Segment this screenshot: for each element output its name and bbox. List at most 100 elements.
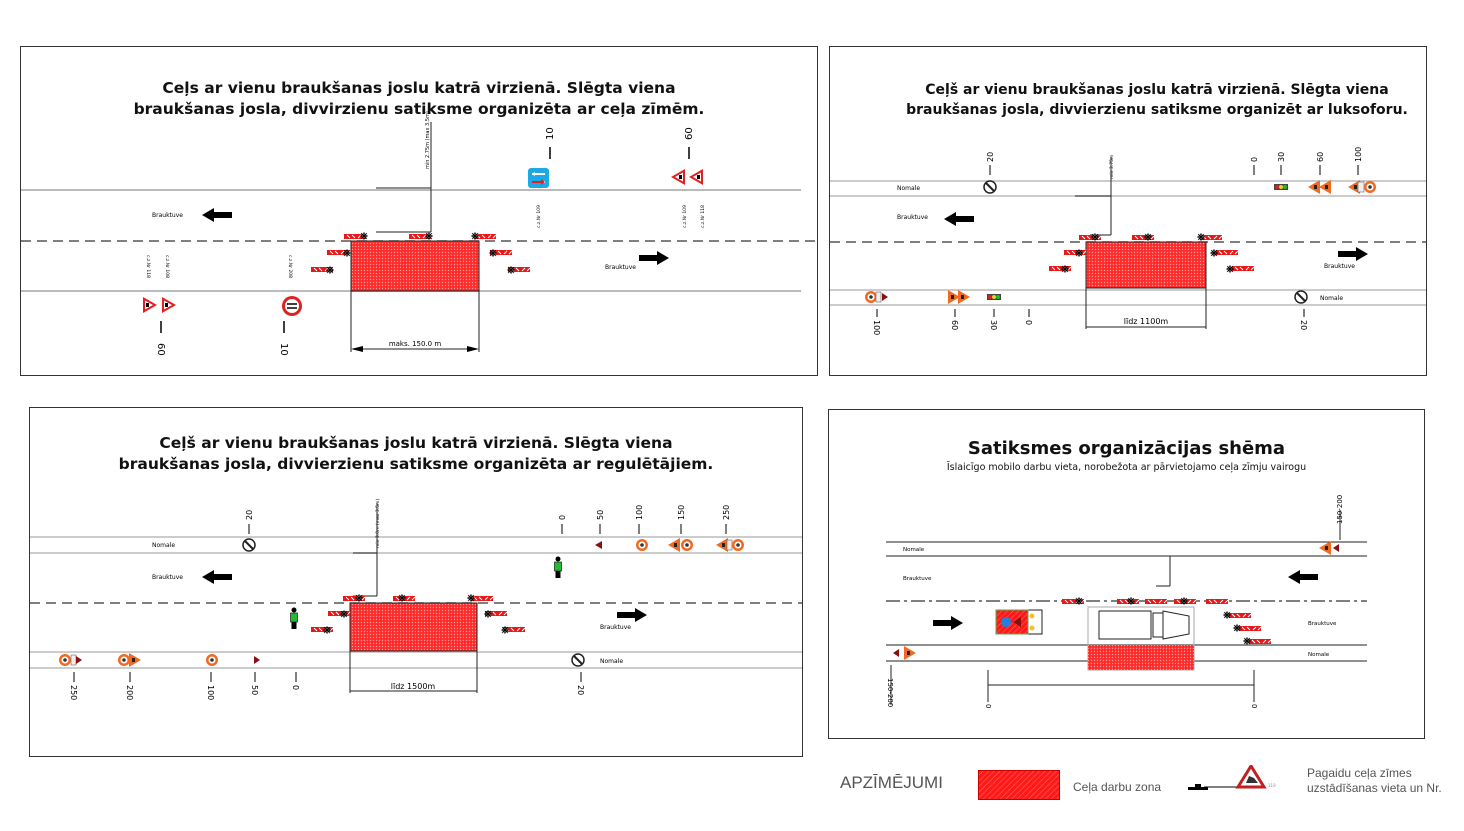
panel-traffic-light-controlled: Ceļš ar vienu braukšanas joslu katrā vir… [829, 46, 1427, 376]
work-zone [349, 602, 478, 652]
svg-text:c.z.Nr 208: c.z.Nr 208 [287, 255, 293, 278]
mobile-sign-trailer-icon [995, 609, 1043, 635]
svg-text:150: 150 [677, 505, 686, 520]
distance-top-2: 60 [684, 127, 695, 140]
traffic-light-icon [987, 294, 1001, 300]
panel-title: Satiksmes organizācijas shēma [967, 438, 1286, 459]
svg-text:100: 100 [872, 320, 881, 335]
legend-heading: APZĪMĒJUMI [840, 773, 943, 792]
end-of-restrictions-sign-icon [242, 538, 256, 552]
traffic-direction-right-icon [617, 608, 647, 622]
traffic-light-icon [1274, 184, 1288, 190]
shoulder-label-top: Nomale [152, 542, 175, 549]
lane-label-top: Brauktuve [897, 214, 928, 221]
panel-title-line2: braukšanas josla, divvierzienu satiksme … [118, 455, 714, 473]
end-of-restrictions-sign-icon [983, 180, 997, 194]
sign-place-legend-icon: 118 [1188, 765, 1276, 790]
speed-limit-sign-icon [636, 539, 648, 551]
panel-title-line2: braukšanas josla, divvirzienu satiksme o… [133, 100, 705, 118]
panel-mobile-works: Satiksmes organizācijas shēma Īslaicīgo … [828, 409, 1425, 739]
shoulder-label-bottom: Nomale [1320, 295, 1343, 302]
length-label: maks. 150.0 m [389, 340, 442, 348]
distance-top-1: 10 [545, 127, 556, 140]
road-works-sign-icon [689, 169, 703, 185]
panel-regulator-controlled: Ceļš ar vienu braukšanas joslu katrā vir… [29, 407, 803, 757]
road-diagram: maks. 150.0 m min 2.75m (max 3.5m) Brauk… [21, 111, 817, 356]
sign-place-legend-line2: uzstādīšanas vieta un Nr. [1307, 781, 1442, 795]
road-diagram: Nomale Brauktuve Brauktuve Nomale līdz 1… [830, 147, 1426, 335]
svg-text:c.z.Nr 109: c.z.Nr 109 [682, 205, 688, 228]
distance-bottom-2: 10 [278, 343, 289, 356]
svg-text:100: 100 [1354, 147, 1363, 162]
panel-sign-controlled: Ceļs ar vienu braukšanas joslu katrā vir… [20, 46, 818, 376]
lane-label-top: Brauktuve [903, 576, 932, 582]
work-zone [350, 240, 480, 292]
work-zone [1085, 241, 1207, 289]
arrow-sign-icon [254, 656, 260, 664]
speed-limit-sign-icon [681, 539, 693, 551]
svg-text:20: 20 [986, 152, 995, 162]
shoulder-label-bottom: Nomale [1308, 652, 1330, 658]
svg-text:0: 0 [1024, 320, 1033, 325]
shoulder-label-bottom: Nomale [600, 658, 623, 665]
lane-label-bottom: Brauktuve [1324, 263, 1355, 270]
svg-text:150-200: 150-200 [1336, 495, 1344, 524]
svg-text:0: 0 [984, 704, 992, 708]
traffic-light-ahead-sign-icon [1319, 180, 1331, 194]
svg-text:250: 250 [722, 505, 731, 520]
panel-subtitle: Īslaicīgo mobilo darbu vieta, norobežota… [946, 462, 1307, 473]
svg-text:118: 118 [1268, 783, 1276, 788]
lane-label-bottom: Brauktuve [600, 624, 631, 631]
svg-text:20: 20 [245, 510, 254, 520]
road-works-sign-icon [668, 538, 680, 552]
speed-limit-sign-icon [206, 654, 218, 666]
svg-text:c.z.Nr 109: c.z.Nr 109 [536, 205, 542, 228]
svg-text:60: 60 [950, 320, 959, 330]
svg-text:0: 0 [1250, 157, 1259, 162]
traffic-direction-right-icon [1338, 247, 1368, 261]
svg-text:50: 50 [250, 685, 259, 695]
speed-limit-sign-icon [1364, 181, 1376, 193]
road-works-sign-icon [143, 297, 157, 313]
shoulder-label-top: Nomale [897, 185, 920, 192]
speed-limit-sign-icon [865, 291, 877, 303]
distance-bottom-1: 60 [155, 343, 166, 356]
svg-text:200: 200 [125, 685, 134, 700]
narrowing-sign-icon [671, 169, 685, 185]
svg-text:20: 20 [1299, 320, 1308, 330]
svg-text:150-200: 150-200 [886, 678, 894, 707]
svg-text:30: 30 [1277, 152, 1286, 162]
lane-label-bottom: Brauktuve [1308, 621, 1337, 627]
shoulder-label-top: Nomale [903, 547, 925, 553]
speed-limit-sign-icon [59, 654, 71, 666]
work-zone [1088, 645, 1194, 670]
road-works-sign-icon [1308, 180, 1320, 194]
end-of-restrictions-sign-icon [571, 653, 585, 667]
svg-text:250: 250 [69, 685, 78, 700]
traffic-direction-left-icon [944, 212, 974, 226]
road-works-sign-icon [958, 290, 970, 304]
svg-text:c.z.Nr 118: c.z.Nr 118 [145, 255, 151, 278]
length-label: līdz 1100m [1124, 317, 1169, 326]
traffic-regulator-icon [290, 607, 298, 630]
clearance-label: min 3.0m (max 3.5m) [375, 499, 381, 548]
length-label: līdz 1500m [391, 682, 436, 691]
lane-label-bottom: Brauktuve [605, 264, 636, 271]
traffic-direction-left-icon [202, 570, 232, 584]
lane-label-top: Brauktuve [152, 212, 183, 219]
panel-title-line1: Ceļš ar vienu braukšanas joslu katrā vir… [925, 82, 1389, 98]
panel-title-line2: braukšanas josla, divvierzienu satiksme … [906, 102, 1408, 118]
traffic-direction-left-icon [1288, 570, 1318, 584]
svg-text:0: 0 [291, 685, 300, 690]
speed-limit-sign-icon [732, 539, 744, 551]
work-zone-legend-label: Ceļa darbu zona [1073, 780, 1162, 794]
road-diagram: Nomale Brauktuve Brauktuve Nomale 150-20… [886, 495, 1367, 708]
clearance-label: min 2.75m (max 3.5m) [425, 111, 431, 169]
svg-text:50: 50 [596, 510, 605, 520]
svg-text:0: 0 [1250, 704, 1258, 708]
svg-text:100: 100 [206, 685, 215, 700]
traffic-regulator-icon [554, 556, 562, 579]
clearance-label: min 3.75m [1109, 155, 1115, 179]
traffic-direction-right-icon [639, 251, 669, 265]
arrow-sign-icon [595, 541, 602, 549]
